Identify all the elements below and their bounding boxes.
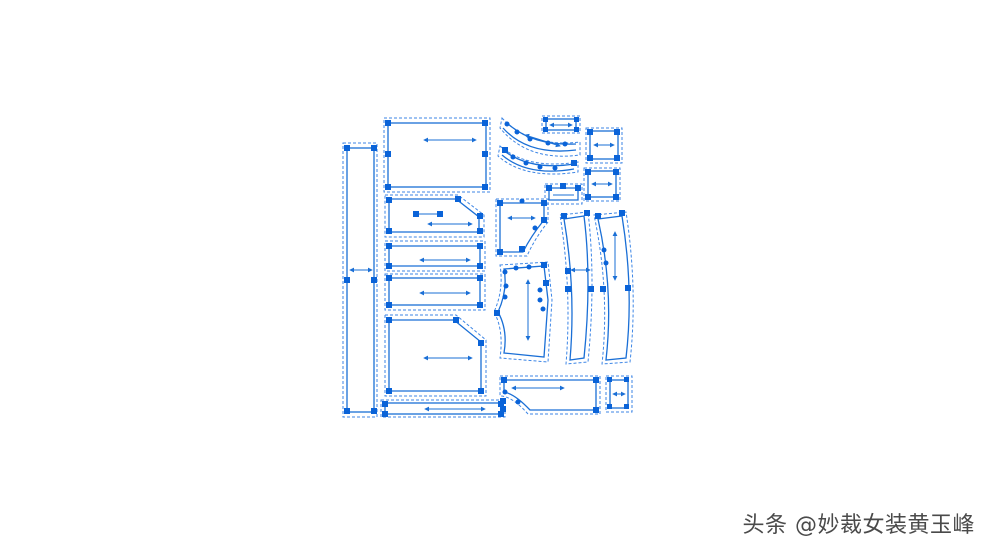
watermark-text: 头条 @妙裁女装黄玉峰 <box>742 513 975 538</box>
pattern-piece-long-strip <box>342 142 378 418</box>
pattern-piece-small-rect-2 <box>585 127 623 164</box>
pattern-piece-collar-curve-1 <box>499 116 581 157</box>
pattern-piece-center-1 <box>495 198 549 257</box>
pattern-piece-small-rect-1 <box>541 115 581 134</box>
pattern-piece-rect-3 <box>384 240 486 272</box>
pattern-piece-sleeve-1 <box>559 210 594 365</box>
pattern-piece-rect-2 <box>384 194 485 238</box>
pattern-piece-collar-curve-2 <box>497 145 579 175</box>
pattern-piece-rect-4 <box>384 273 486 311</box>
pattern-piece-small-square <box>605 375 633 413</box>
pattern-piece-bottom-strip <box>380 399 506 418</box>
pattern-piece-bottom-mid <box>499 375 601 415</box>
pattern-piece-small-rect-3 <box>583 167 621 202</box>
pattern-piece-sleeve-2 <box>593 210 634 365</box>
pattern-piece-rect-top <box>383 117 491 193</box>
pattern-piece-tab <box>544 183 583 205</box>
pattern-piece-center-bodice <box>493 261 553 363</box>
pattern-piece-rect-5 <box>384 314 487 397</box>
